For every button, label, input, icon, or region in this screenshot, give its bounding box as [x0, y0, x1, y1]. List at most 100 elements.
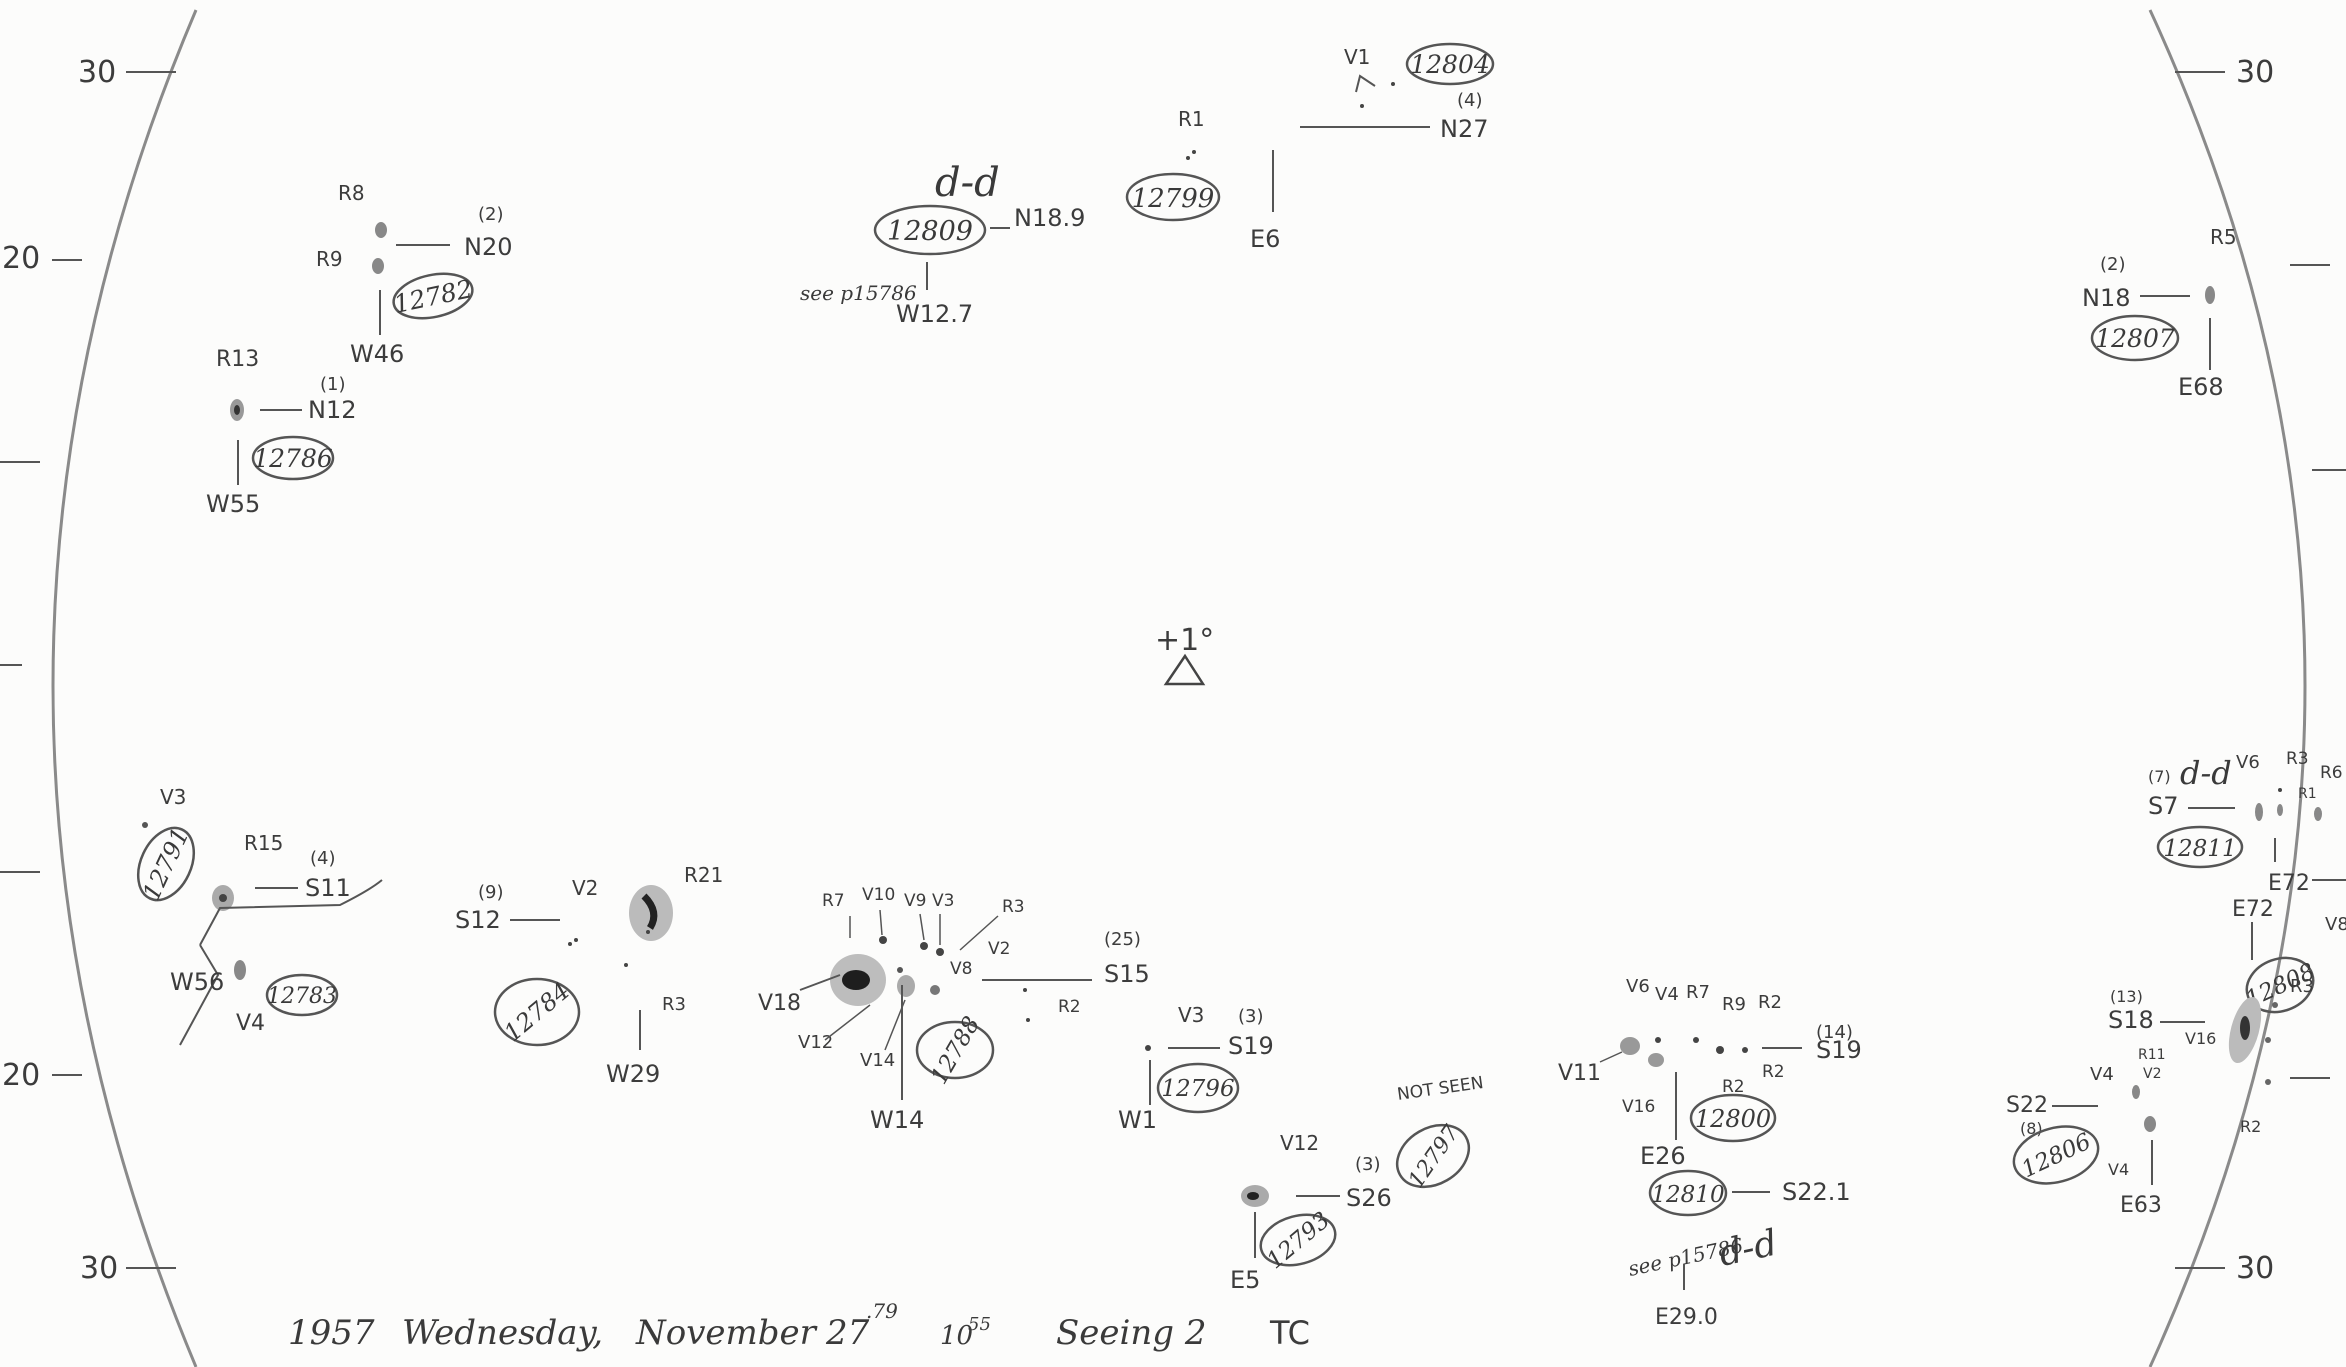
spot-label: V3: [932, 891, 954, 911]
group-number: 12807: [2095, 324, 2175, 353]
spot-label: R3: [662, 994, 686, 1015]
latitude-label: S11: [305, 874, 351, 902]
group-12804: V1 12804 (4) N27: [1300, 42, 1495, 143]
group-number: 12799: [1132, 184, 1215, 214]
footer-time: 10: [940, 1321, 973, 1351]
spot-count: (13): [2110, 987, 2143, 1006]
spot-count: (7): [2148, 767, 2171, 786]
group-type-label: d-d: [1715, 1223, 1781, 1275]
latitude-label: S19: [1816, 1036, 1862, 1064]
longitude-label: W55: [206, 490, 260, 518]
group-number: 12800: [1695, 1105, 1771, 1133]
longitude-label: E29.0: [1655, 1305, 1718, 1330]
group-12783: V4 12783: [234, 960, 339, 1036]
footer-year: 1957: [288, 1313, 375, 1353]
latitude-label: S7: [2148, 792, 2179, 820]
center-offset-label: +1°: [1155, 623, 1214, 658]
spot-label: R2: [1762, 1062, 1785, 1082]
group-12811: (7) d-d V6 R3 R1 R6 S7 12811 E72: [2148, 749, 2343, 896]
longitude-label: W56: [170, 968, 224, 996]
longitude-label: E68: [2178, 373, 2224, 401]
spot-label: V4: [2090, 1064, 2114, 1085]
latitude-ticks-left: [0, 71, 176, 1269]
spot-count: (25): [1104, 929, 1141, 950]
solar-limb-right: [2148, 9, 2307, 1367]
group-12796: V3 (3) S19 W1 12796: [1118, 1003, 1274, 1134]
sunspot-umbra: [2240, 1016, 2250, 1040]
spot-label: R13: [216, 347, 259, 372]
longitude-label: E6: [1250, 225, 1280, 253]
group-number-circle: [1156, 1062, 1240, 1114]
scale-label-left-top: 30: [78, 55, 116, 90]
sunspot: [2132, 1085, 2140, 1099]
spot-label: R3: [2290, 976, 2314, 997]
spot-label: V18: [758, 991, 801, 1016]
group-number-circle: [2245, 956, 2315, 1014]
sunspot: [375, 222, 387, 238]
group-number: 12810: [1651, 1182, 1724, 1208]
spot-label: R2: [1058, 997, 1081, 1017]
group-number-circle: [2156, 825, 2244, 869]
sunspot-umbra: [234, 405, 240, 415]
spot-label: V8: [950, 959, 972, 979]
group-number-circle: [1125, 172, 1221, 222]
group-12784: (9) S12 V2 R21 R3 12784 W29: [455, 863, 723, 1088]
latitude-ticks-right: [2175, 71, 2346, 1269]
latitude-label: N12: [308, 396, 357, 424]
spot-count: (2): [478, 204, 504, 225]
group-12788: R7 V10 V9 V3 R3 V2 V8 R2 V18 V12 V14 (25…: [758, 885, 1150, 1134]
sunspot: [2144, 1116, 2156, 1132]
spot-label: V4: [2108, 1160, 2129, 1179]
spot-label: V6: [1626, 976, 1650, 997]
footer-observer: TC: [1269, 1314, 1310, 1352]
spot-label: V4: [236, 1011, 265, 1036]
spot-count: (4): [310, 848, 336, 869]
longitude-label: W1: [1118, 1106, 1157, 1134]
longitude-label: E72: [2268, 871, 2310, 896]
spot-label: R1: [2298, 786, 2317, 802]
latitude-label: S22.1: [1782, 1178, 1851, 1206]
sunspot: [897, 975, 915, 997]
spot-label: R7: [1686, 982, 1710, 1003]
group-12799: R1 12799 E6: [1125, 107, 1280, 253]
group-12810: 12810 S22.1 see p15786 d-d E29.0: [1626, 1169, 1851, 1330]
group-number-circle: [1689, 1093, 1777, 1143]
spot-label: R11: [2138, 1047, 2166, 1063]
spot-label: R1: [1178, 107, 1205, 131]
group-number-circle: [251, 435, 335, 481]
spot-label: V16: [2185, 1029, 2216, 1048]
group-number-circle: [2090, 314, 2180, 362]
group-12782: R8 R9 (2) N20 W46 12782: [316, 181, 513, 368]
spot-label: V11: [1558, 1061, 1601, 1086]
spot-count: (3): [1238, 1006, 1264, 1027]
longitude-label: E63: [2120, 1193, 2162, 1218]
disk-center-marker: [1163, 653, 1206, 686]
spot-label: V12: [1280, 1131, 1319, 1155]
latitude-label: N18.9: [1014, 204, 1085, 232]
spot-label: V9: [904, 891, 926, 911]
scale-label-left-upper: 20: [2, 241, 40, 276]
latitude-label: S26: [1346, 1184, 1392, 1212]
spot-label: V2: [572, 876, 598, 900]
latitude-label: S15: [1104, 960, 1150, 988]
group-number-circle: [915, 1020, 995, 1080]
group-number-circle: [392, 272, 474, 320]
solar-limb-left: [51, 9, 198, 1367]
longitude-label: E26: [1640, 1142, 1686, 1170]
footer-day-fraction: .79: [866, 1299, 898, 1323]
group-number-circle: [873, 204, 987, 256]
latitude-label: N27: [1440, 115, 1489, 143]
spot-label: V14: [860, 1050, 895, 1071]
group-number: 12786: [253, 444, 333, 473]
group-12791: V3 12791 R15 (4) S11 W56: [136, 785, 383, 1046]
scale-label-left-bottom: 30: [80, 1251, 118, 1286]
group-number: 12796: [1161, 1076, 1234, 1102]
spot-count: (3): [1355, 1154, 1381, 1175]
group-type-label: d-d: [935, 160, 1000, 206]
spot-label: R2: [1758, 992, 1782, 1013]
spot-label: V4: [1655, 984, 1679, 1005]
spot-count: (1): [320, 374, 346, 395]
spot-label: R6: [2320, 763, 2343, 783]
